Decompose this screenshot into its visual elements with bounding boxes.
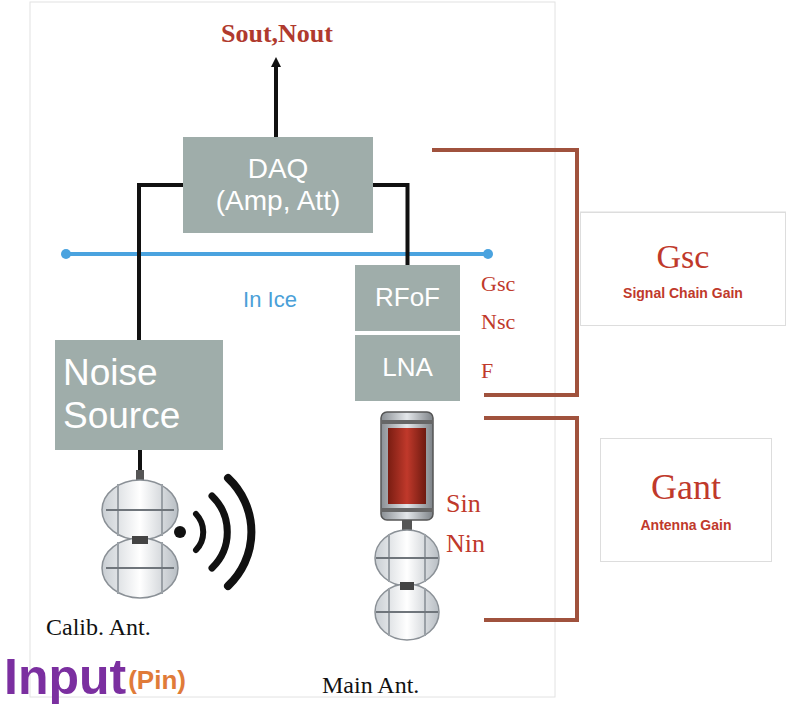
signal-wire [139, 185, 183, 340]
lna-box: LNA [355, 335, 460, 401]
signal-name: Nsc [481, 310, 515, 334]
signal-name: F [481, 359, 493, 383]
node-title: LNA [382, 353, 433, 383]
node-title: RFoF [375, 283, 440, 313]
input-power-label: (Pin) [128, 666, 186, 695]
antenna-name: Main Ant. [322, 672, 419, 698]
node-title: DAQ (Amp, Att) [211, 153, 345, 217]
calibration-antenna [102, 470, 178, 598]
ice-boundary [66, 252, 488, 256]
antenna-bracket [484, 418, 577, 620]
rfof-box: RFoF [355, 265, 460, 331]
panel-frame [30, 2, 555, 697]
boundary-dot [61, 249, 71, 259]
noise-source-box: Noise Source [55, 340, 223, 450]
signal-name: Nin [446, 530, 485, 559]
node-title: Noise Source [63, 352, 213, 437]
node-title: Gsc [657, 237, 710, 276]
signal-wire [373, 185, 408, 265]
node-subtitle: Antenna Gain [640, 517, 731, 533]
node-subtitle: Signal Chain Gain [623, 285, 743, 301]
signal-chain-gain-box: GscSignal Chain Gain [580, 212, 786, 326]
antenna-name: Calib. Ant. [46, 614, 151, 640]
signal-name: Gsc [481, 272, 515, 296]
output-signal-label: Sout,Nout [221, 20, 333, 49]
output-arrow [274, 62, 278, 137]
boundary-dot [483, 249, 493, 259]
daq-box: DAQ (Amp, Att) [183, 137, 373, 233]
main-antenna [375, 412, 439, 640]
antenna-gain-box: GantAntenna Gain [600, 438, 772, 562]
signal-name: Sin [446, 490, 481, 519]
radio-waves [174, 478, 251, 586]
node-title: Gant [651, 467, 721, 508]
input-label: Input [4, 650, 126, 705]
in-ice-label: In Ice [243, 288, 297, 312]
